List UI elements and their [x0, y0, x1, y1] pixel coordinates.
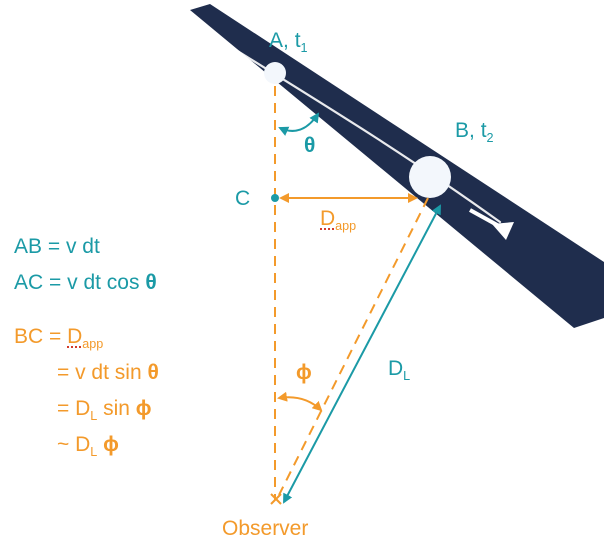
label-observer: Observer: [222, 517, 309, 540]
eq-bc-line3: = DL sin ϕ: [57, 397, 152, 424]
line-b-observer: [278, 197, 429, 496]
d-l-arrow: [283, 204, 441, 504]
blob-a: [264, 62, 286, 84]
eq-bc-line2: = v dt sin θ: [57, 361, 159, 384]
observer-marker: [270, 493, 282, 505]
eq-ab: AB = v dt: [14, 235, 100, 258]
point-c: [271, 194, 279, 202]
phi-arc: [277, 391, 323, 412]
jet-shape: [190, 4, 604, 328]
label-phi: ϕ: [296, 361, 312, 384]
label-theta: θ: [304, 134, 316, 157]
eq-bc: BC = Dapp: [14, 325, 104, 352]
jet-arrow-shaft: [469, 208, 509, 233]
label-d-app: Dapp: [320, 207, 357, 234]
theta-arc: [278, 112, 320, 136]
label-d-l: DL: [388, 357, 411, 384]
eq-bc-line4: ~ DL ϕ: [57, 433, 119, 460]
eq-ac: AC = v dt cos θ: [14, 271, 157, 294]
blob-b: [409, 156, 451, 198]
jet-motion-streak: [234, 48, 502, 224]
label-b: B, t2: [455, 119, 494, 146]
label-a: A, t1: [269, 29, 308, 56]
label-c: C: [235, 187, 251, 210]
